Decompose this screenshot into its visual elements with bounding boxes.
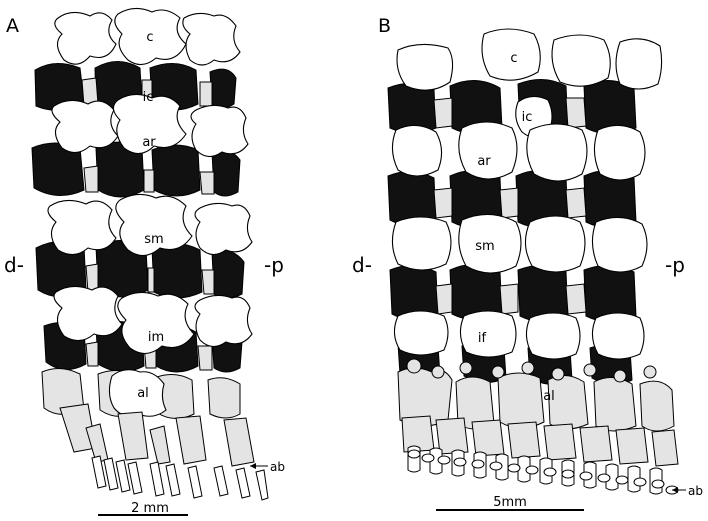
- panel-b-label-al: al: [543, 389, 555, 404]
- panel-b-label-if: if: [478, 331, 487, 346]
- panel-a-scale-label: 2 mm: [131, 501, 169, 516]
- panel-b: B: [352, 15, 703, 510]
- panel-b-label-ar: ar: [477, 154, 491, 169]
- panel-a-label-sm: sm: [144, 232, 163, 247]
- panel-b-label-sm: sm: [475, 239, 494, 254]
- panel-a-ab-label: ab: [270, 460, 285, 474]
- panel-a-label-ar: ar: [142, 135, 156, 150]
- panel-b-scale-label: 5mm: [493, 495, 527, 510]
- panel-a-label-ic: ic: [143, 90, 154, 105]
- panel-a-label-c: c: [146, 30, 153, 45]
- panel-b-edge-left: d-: [352, 253, 372, 277]
- panel-a-label-al: al: [137, 386, 149, 401]
- panel-b-letter: B: [378, 15, 391, 37]
- panel-a: A: [4, 8, 285, 516]
- panel-a-edge-right: -p: [264, 253, 284, 277]
- panel-b-edge-right: -p: [665, 253, 685, 277]
- panel-a-edge-left: d-: [4, 253, 24, 277]
- panel-b-ab-label: ab: [688, 484, 703, 498]
- panel-a-label-im: im: [148, 330, 164, 345]
- panel-a-letter: A: [6, 15, 19, 37]
- panel-b-label-ic: ic: [522, 110, 533, 125]
- panel-b-label-c: c: [510, 51, 517, 66]
- panel-a-ab-arrowhead: [250, 463, 256, 469]
